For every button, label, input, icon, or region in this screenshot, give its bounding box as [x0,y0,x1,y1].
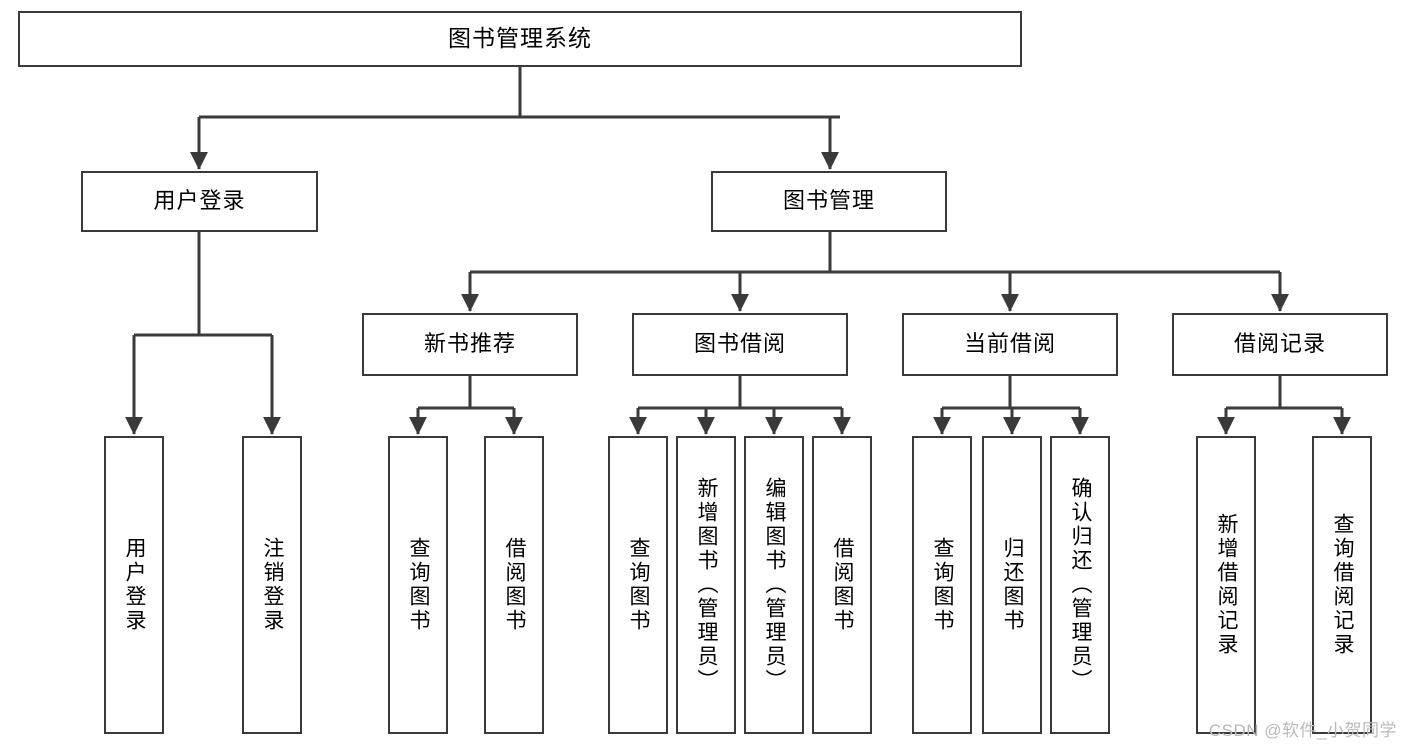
node-user-login[interactable]: 用户登录 [81,171,318,232]
node-current-borrow[interactable]: 当前借阅 [902,313,1118,376]
leaf-label: 注销登录 [261,537,285,633]
leaf-borrow-borrow-book[interactable]: 借阅图书 [812,436,872,734]
leaf-label: 新增图书（管理员） [695,477,719,693]
leaf-recommend-borrow-book[interactable]: 借阅图书 [484,436,544,734]
leaf-label: 归还图书 [1001,537,1025,633]
leaf-borrow-query-book[interactable]: 查询图书 [608,436,668,734]
leaf-user-login[interactable]: 用户登录 [104,436,164,734]
leaf-current-confirm-return-admin[interactable]: 确认归还（管理员） [1050,436,1110,734]
leaf-borrow-edit-book-admin[interactable]: 编辑图书（管理员） [744,436,804,734]
leaf-label: 用户登录 [123,537,147,633]
leaf-label: 查询借阅记录 [1331,513,1355,657]
leaf-label: 查询图书 [931,537,955,633]
node-book-management[interactable]: 图书管理 [711,171,947,232]
leaf-label: 借阅图书 [503,537,527,633]
leaf-recommend-query-book[interactable]: 查询图书 [388,436,448,734]
node-new-book-recommend[interactable]: 新书推荐 [362,313,578,376]
leaf-label: 查询图书 [627,537,651,633]
node-borrow-record[interactable]: 借阅记录 [1172,313,1388,376]
node-root-system[interactable]: 图书管理系统 [18,11,1022,67]
leaf-borrow-add-book-admin[interactable]: 新增图书（管理员） [676,436,736,734]
leaf-label: 确认归还（管理员） [1069,477,1093,693]
leaf-label: 编辑图书（管理员） [763,477,787,693]
leaf-current-return-book[interactable]: 归还图书 [982,436,1042,734]
leaf-label: 借阅图书 [831,537,855,633]
csdn-watermark: CSDN @软件_小贺同学 [1208,721,1397,740]
leaf-current-query-book[interactable]: 查询图书 [912,436,972,734]
leaf-record-add-borrow-record[interactable]: 新增借阅记录 [1196,436,1256,734]
leaf-logout[interactable]: 注销登录 [242,436,302,734]
leaf-label: 新增借阅记录 [1215,513,1239,657]
leaf-record-query-borrow-record[interactable]: 查询借阅记录 [1312,436,1372,734]
leaf-label: 查询图书 [407,537,431,633]
node-book-borrow[interactable]: 图书借阅 [632,313,848,376]
